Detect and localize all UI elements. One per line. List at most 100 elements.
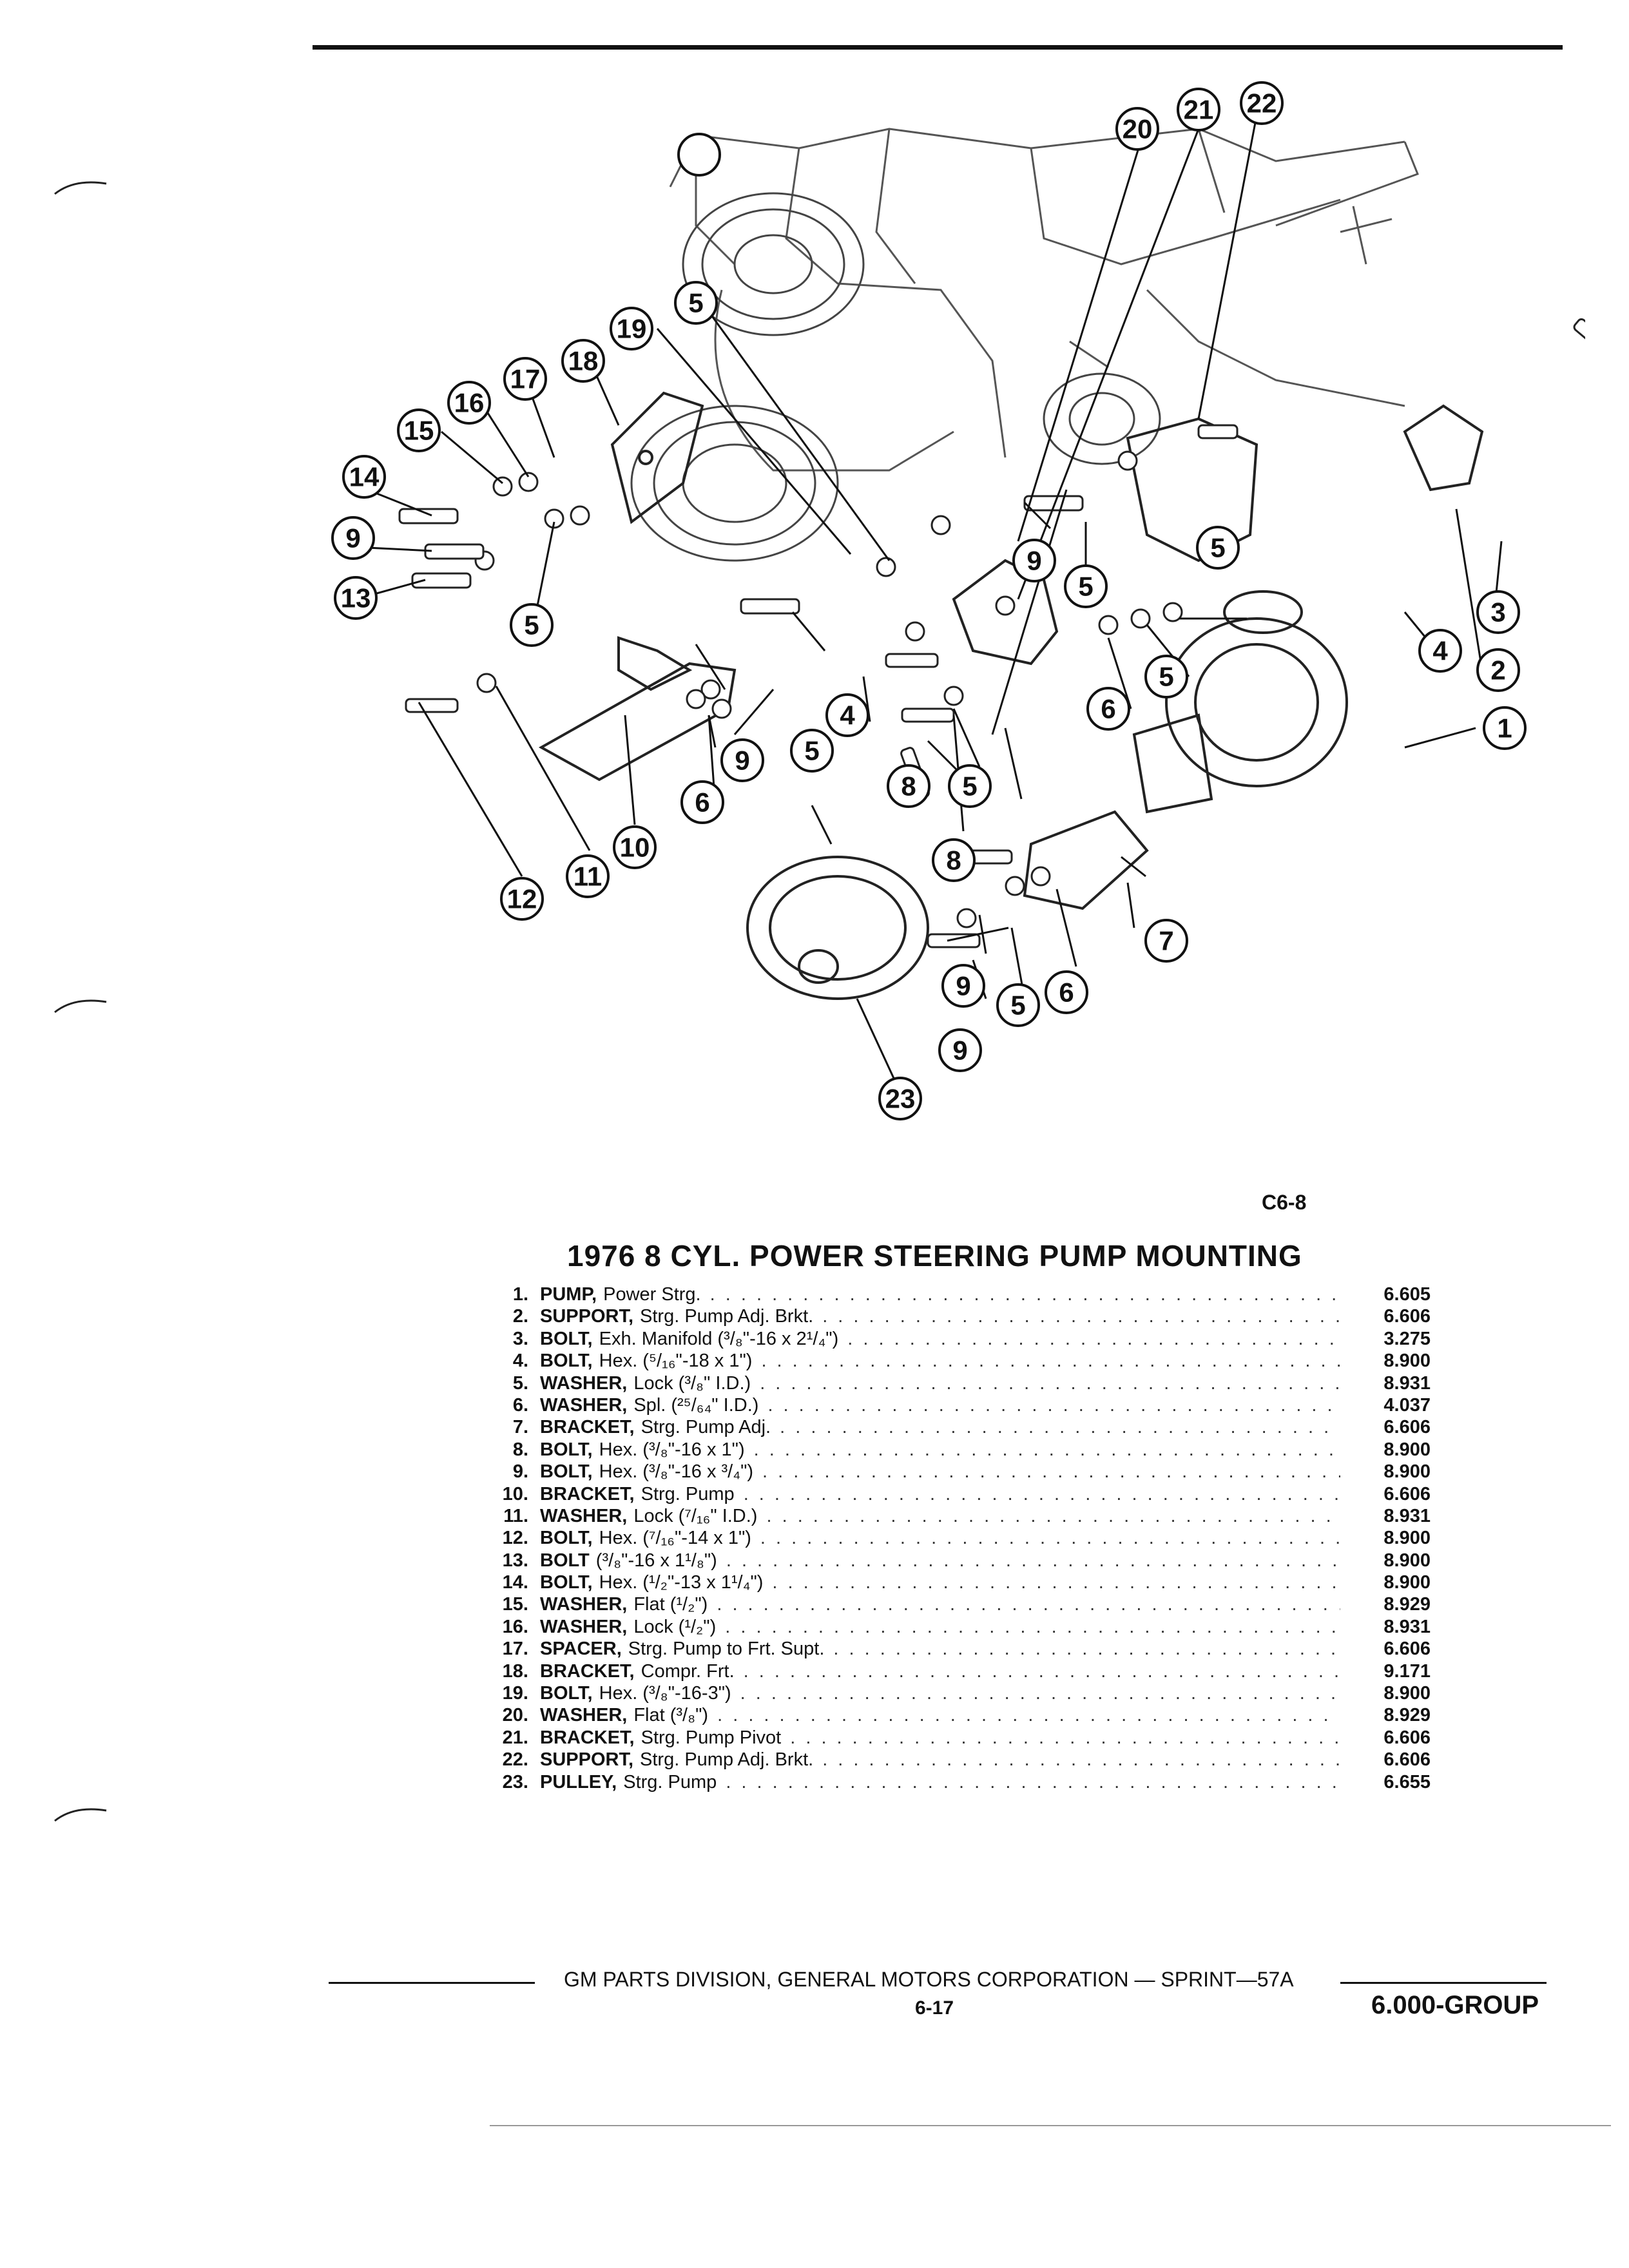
- callout-13: 13: [341, 583, 371, 613]
- dot-leader: [758, 1394, 1340, 1416]
- part-number: 21.: [502, 1727, 528, 1748]
- part-number: 14.: [502, 1572, 528, 1593]
- dot-leader: [708, 1593, 1340, 1615]
- pump-body: [1132, 590, 1348, 814]
- part-description: Hex. (³/₈"-16 x ³/₄"): [599, 1461, 754, 1483]
- callout-9: 9: [345, 523, 360, 553]
- footer-rule-left: [329, 1982, 535, 1984]
- dot-leader: [717, 1550, 1340, 1571]
- part-number: 13.: [502, 1550, 528, 1571]
- part-group-code: 6.606: [1383, 1639, 1431, 1660]
- callout-17: 17: [510, 364, 541, 394]
- part-name: BOLT,: [540, 1350, 593, 1372]
- dot-leader: [752, 1350, 1340, 1372]
- parts-list-row: 8.BOLT,Hex. (³/₈"-16 x 1")8.900: [464, 1439, 1431, 1461]
- callout-9: 9: [735, 745, 749, 776]
- support-2: [1403, 404, 1484, 492]
- part-name: SPACER,: [540, 1639, 622, 1660]
- callout-5: 5: [1078, 572, 1093, 602]
- part-number: 12.: [502, 1528, 528, 1549]
- callout-9: 9: [952, 1035, 967, 1066]
- callout-7: 7: [1159, 926, 1173, 956]
- part-name: SUPPORT,: [540, 1306, 634, 1327]
- fasteners: [398, 318, 1585, 948]
- footer-rule-right: [1340, 1982, 1547, 1984]
- exploded-view-diagram: 1 2 3 5 4 5 6 7 6 5 9 9 23 8 8 5 4 9 5 5…: [331, 81, 1585, 1120]
- binder-hole-mark: [54, 1808, 107, 1822]
- part-description: Strg. Pump: [623, 1771, 717, 1792]
- dot-leader: [717, 1771, 1340, 1793]
- part-group-code: 8.900: [1383, 1350, 1431, 1372]
- part-number: 4.: [512, 1350, 528, 1372]
- dot-leader: [757, 1505, 1340, 1527]
- part-description: Lock (³/₈" I.D.): [633, 1372, 751, 1394]
- callout-4: 4: [840, 700, 855, 731]
- crank-pulleys: [630, 192, 1161, 562]
- part-description: Hex. (⁵/₁₆"-18 x 1"): [599, 1350, 753, 1372]
- part-description: (³/₈"-16 x 1¹/₈"): [595, 1550, 717, 1571]
- part-description: Spl. (²⁵/₆₄" I.D.): [633, 1394, 759, 1416]
- parts-list-row: 21.BRACKET,Strg. Pump Pivot6.606: [464, 1727, 1431, 1749]
- part-number: 23.: [502, 1771, 528, 1792]
- part-group-code: 3.275: [1383, 1328, 1431, 1349]
- dot-leader: [751, 1527, 1340, 1549]
- parts-list-row: 20.WASHER,Flat (³/₈")8.929: [464, 1704, 1431, 1726]
- callout-6: 6: [1101, 694, 1115, 724]
- part-description: Flat (¹/₂"): [633, 1594, 708, 1615]
- part-name: SUPPORT,: [540, 1749, 634, 1771]
- part-group-code: 6.655: [1383, 1771, 1431, 1792]
- part-name: BRACKET,: [540, 1660, 635, 1682]
- part-number: 19.: [502, 1683, 528, 1704]
- part-group-code: 8.931: [1383, 1616, 1431, 1637]
- dot-leader: [735, 1483, 1340, 1505]
- parts-list-row: 11.WASHER,Lock (⁷/₁₆" I.D.)8.931: [464, 1505, 1431, 1527]
- callout-8: 8: [901, 771, 916, 802]
- part-description: Strg. Pump Adj. Brkt.: [640, 1749, 814, 1771]
- callout-1: 1: [1497, 713, 1512, 744]
- parts-list-row: 6.WASHER,Spl. (²⁵/₆₄" I.D.)4.037: [464, 1394, 1431, 1416]
- callout-21: 21: [1184, 95, 1214, 125]
- dot-leader: [735, 1660, 1340, 1682]
- part-group-code: 6.605: [1383, 1284, 1431, 1305]
- parts-list-row: 3.BOLT,Exh. Manifold (³/₈"-16 x 2¹/₄")3.…: [464, 1328, 1431, 1350]
- callout-12: 12: [507, 884, 537, 914]
- callout-11: 11: [574, 861, 602, 892]
- engine-outline: [669, 128, 1419, 472]
- part-name: WASHER,: [540, 1372, 628, 1394]
- part-description: Strg. Pump to Frt. Supt.: [628, 1639, 825, 1660]
- part-group-code: 8.900: [1383, 1572, 1431, 1593]
- callout-5: 5: [962, 771, 977, 802]
- part-description: Hex. (¹/₂"-13 x 1¹/₄"): [599, 1572, 764, 1593]
- parts-list-row: 7.BRACKET,Strg. Pump Adj.6.606: [464, 1416, 1431, 1438]
- part-number: 8.: [512, 1439, 528, 1460]
- part-group-code: 8.900: [1383, 1439, 1431, 1460]
- part-number: 1.: [512, 1284, 528, 1305]
- part-number: 15.: [502, 1594, 528, 1615]
- dot-leader: [745, 1439, 1340, 1461]
- pulley-23: [746, 856, 929, 1000]
- part-group-code: 6.606: [1383, 1306, 1431, 1327]
- callout-2: 2: [1490, 655, 1505, 686]
- parts-list-row: 2.SUPPORT,Strg. Pump Adj. Brkt.6.606: [464, 1305, 1431, 1327]
- part-description: Hex. (⁷/₁₆"-14 x 1"): [599, 1528, 751, 1549]
- dot-leader: [753, 1461, 1340, 1483]
- part-description: Strg. Pump: [641, 1483, 735, 1504]
- part-description: Compr. Frt.: [641, 1660, 735, 1682]
- part-group-code: 6.606: [1383, 1727, 1431, 1748]
- parts-list-row: 22.SUPPORT,Strg. Pump Adj. Brkt.6.606: [464, 1749, 1431, 1771]
- footer-publisher: GM PARTS DIVISION, GENERAL MOTORS CORPOR…: [564, 1968, 1294, 1991]
- part-description: Hex. (³/₈"-16 x 1"): [599, 1439, 745, 1460]
- parts-list-row: 14.BOLT,Hex. (¹/₂"-13 x 1¹/₄")8.900: [464, 1571, 1431, 1593]
- binder-hole-mark: [54, 999, 107, 1014]
- part-number: 5.: [512, 1372, 528, 1394]
- callout-22: 22: [1247, 88, 1277, 119]
- part-name: BOLT,: [540, 1683, 593, 1704]
- part-group-code: 8.929: [1383, 1705, 1431, 1726]
- part-number: 6.: [512, 1394, 528, 1416]
- parts-list-row: 5.WASHER,Lock (³/₈" I.D.)8.931: [464, 1372, 1431, 1394]
- callout-10: 10: [620, 832, 650, 863]
- part-group-code: 8.900: [1383, 1550, 1431, 1571]
- callout-19: 19: [617, 314, 647, 344]
- parts-list-row: 19.BOLT,Hex. (³/₈"-16-3")8.900: [464, 1682, 1431, 1704]
